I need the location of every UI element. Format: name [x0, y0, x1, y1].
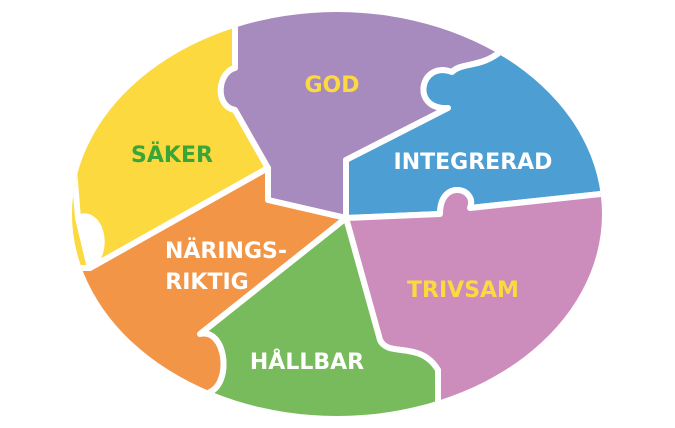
label-narings-line1: NÄRINGS-	[165, 238, 287, 264]
label-integrerad: INTEGRERAD	[394, 150, 553, 175]
label-narings-line2: RIKTIG	[165, 270, 248, 295]
label-hallbar: HÅLLBAR	[250, 349, 364, 375]
label-trivsam: TRIVSAM	[407, 278, 519, 303]
label-saker: SÄKER	[131, 142, 213, 168]
label-god: GOD	[304, 73, 359, 98]
